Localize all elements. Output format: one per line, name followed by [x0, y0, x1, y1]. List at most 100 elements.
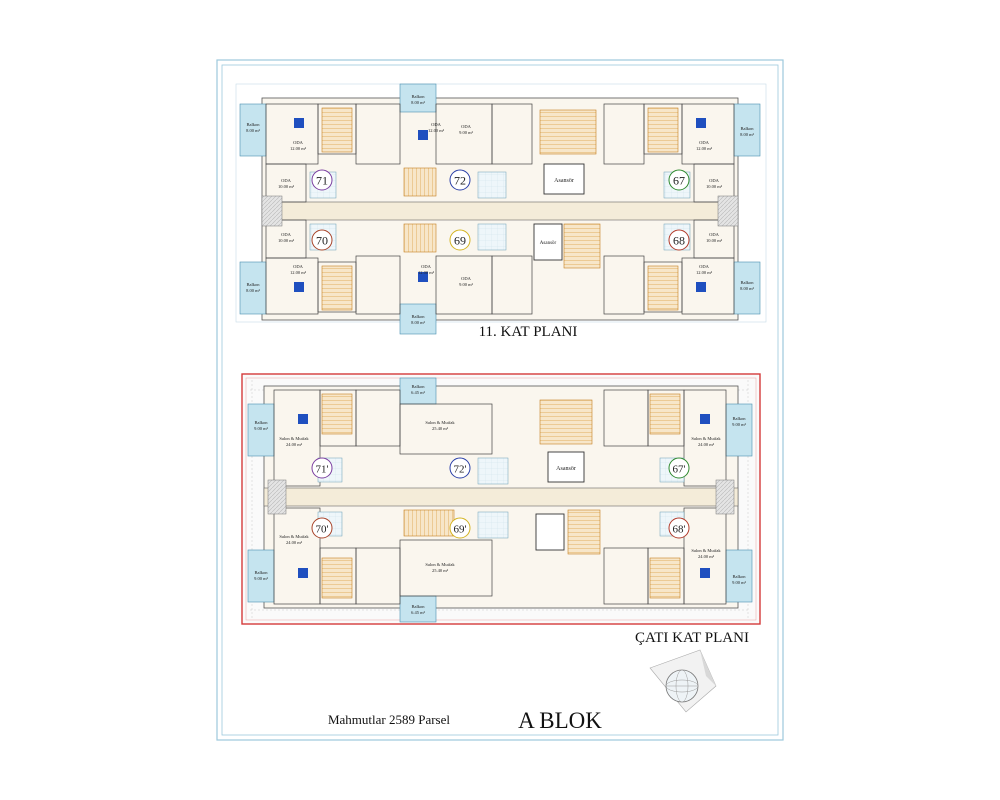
stair	[321, 393, 353, 435]
stair	[649, 393, 681, 435]
svg-text:70': 70'	[316, 524, 329, 536]
block-title: A BLOK	[518, 708, 602, 733]
room-label: ODA	[461, 276, 471, 281]
room-label: Balkon	[733, 416, 747, 421]
svg-text:72: 72	[454, 174, 466, 188]
room-area: 24.00 m²	[698, 554, 715, 559]
room-label: Salon & Mutfak	[425, 420, 455, 425]
svg-text:70: 70	[316, 234, 328, 248]
room-label: ODA	[421, 264, 431, 269]
balcony	[399, 303, 437, 335]
roof-plan-title: ÇATI KAT PLANI	[635, 630, 749, 646]
elevator-label: Asansör	[540, 241, 557, 246]
room-label: ODA	[281, 178, 291, 183]
room-area: 9.00 m²	[732, 580, 747, 585]
stair	[649, 557, 681, 599]
room-area: 9.00 m²	[254, 576, 269, 581]
svg-text:69': 69'	[454, 524, 467, 536]
room-area: 9.00 m²	[732, 422, 747, 427]
room-label: Balkon	[412, 94, 426, 99]
room-area: 8.00 m²	[246, 288, 261, 293]
room-label: Balkon	[247, 122, 261, 127]
unit-badge: 72	[449, 169, 471, 191]
room-label: Balkon	[255, 420, 269, 425]
stair	[647, 265, 679, 311]
stair	[321, 557, 353, 599]
room-label: ODA	[709, 232, 719, 237]
svg-text:68: 68	[673, 234, 685, 248]
room-label: Balkon	[741, 280, 755, 285]
stair-core	[563, 223, 601, 269]
room-area: 24.00 m²	[286, 540, 303, 545]
room-area: 8.00 m²	[411, 320, 426, 325]
svg-text:72': 72'	[454, 464, 467, 476]
room-area: 25.40 m²	[432, 568, 449, 573]
stair-core	[539, 399, 593, 445]
stair	[321, 107, 353, 153]
room-area: 6.45 m²	[411, 390, 426, 395]
elevator	[535, 513, 565, 551]
stair-core	[539, 109, 597, 155]
room-label: Balkon	[412, 604, 426, 609]
sheet-frame-inner	[221, 64, 779, 736]
balcony	[733, 261, 761, 315]
room-label: Salon & Mutfak	[691, 548, 721, 553]
room-area: 24.00 m²	[698, 442, 715, 447]
room-area: 12.00 m²	[290, 146, 307, 151]
balcony	[239, 103, 267, 157]
roof-plan: Balkon 9.00 m² Balkon 9.00 m² Balkon 9.0…	[241, 373, 761, 646]
room-label: Salon & Mutfak	[691, 436, 721, 441]
unit-badge: 70'	[311, 517, 333, 539]
unit-badge: 69	[449, 229, 471, 251]
balcony	[725, 549, 753, 603]
room-area: 12.00 m²	[418, 270, 435, 275]
room-label: Balkon	[247, 282, 261, 287]
parcel-label: Mahmutlar 2589 Parsel	[328, 712, 450, 727]
floor-plan-title: 11. KAT PLANI	[479, 324, 578, 340]
svg-text:69: 69	[454, 234, 466, 248]
compass-icon	[649, 649, 717, 713]
room-label: ODA	[709, 178, 719, 183]
unit-badge: 67	[668, 169, 690, 191]
room-area: 12.00 m²	[696, 146, 713, 151]
room-area: 25.40 m²	[432, 426, 449, 431]
balcony	[725, 403, 753, 457]
unit-badge: 68	[668, 229, 690, 251]
room-label: ODA	[293, 140, 303, 145]
room-area: 8.00 m²	[411, 100, 426, 105]
svg-text:67': 67'	[673, 464, 686, 476]
balcony	[399, 595, 437, 623]
room-area: 9.00 m²	[254, 426, 269, 431]
room-label: Salon & Mutfak	[279, 534, 309, 539]
room-area: 9.00 m²	[459, 282, 474, 287]
room-area: 12.00 m²	[290, 270, 307, 275]
svg-text:67: 67	[673, 174, 685, 188]
room-area: 24.00 m²	[286, 442, 303, 447]
room-label: ODA	[281, 232, 291, 237]
room-area: 10.00 m²	[278, 238, 295, 243]
room-label: Balkon	[741, 126, 755, 131]
stair	[647, 107, 679, 153]
room-label: ODA	[699, 264, 709, 269]
room-area: 8.00 m²	[740, 286, 755, 291]
stair	[403, 223, 437, 253]
room-area: 10.00 m²	[706, 238, 723, 243]
room-label: ODA	[431, 122, 441, 127]
balcony	[399, 83, 437, 113]
room-label: Balkon	[733, 574, 747, 579]
balcony	[239, 261, 267, 315]
stair	[403, 509, 455, 537]
room-label: ODA	[699, 140, 709, 145]
elevator-label: Asansör	[556, 466, 576, 472]
floor-plan: Balkon 8.00 m² Balkon 8.00 m² Balkon 8.0…	[235, 83, 767, 340]
unit-badge: 67'	[668, 457, 690, 479]
room-area: 10.00 m²	[706, 184, 723, 189]
room-label: Balkon	[255, 570, 269, 575]
svg-text:68': 68'	[673, 524, 686, 536]
room-label: Salon & Mutfak	[279, 436, 309, 441]
room-label: ODA	[293, 264, 303, 269]
unit-badge: 72'	[449, 457, 471, 479]
svg-text:71': 71'	[316, 464, 329, 476]
elevator	[547, 451, 585, 483]
